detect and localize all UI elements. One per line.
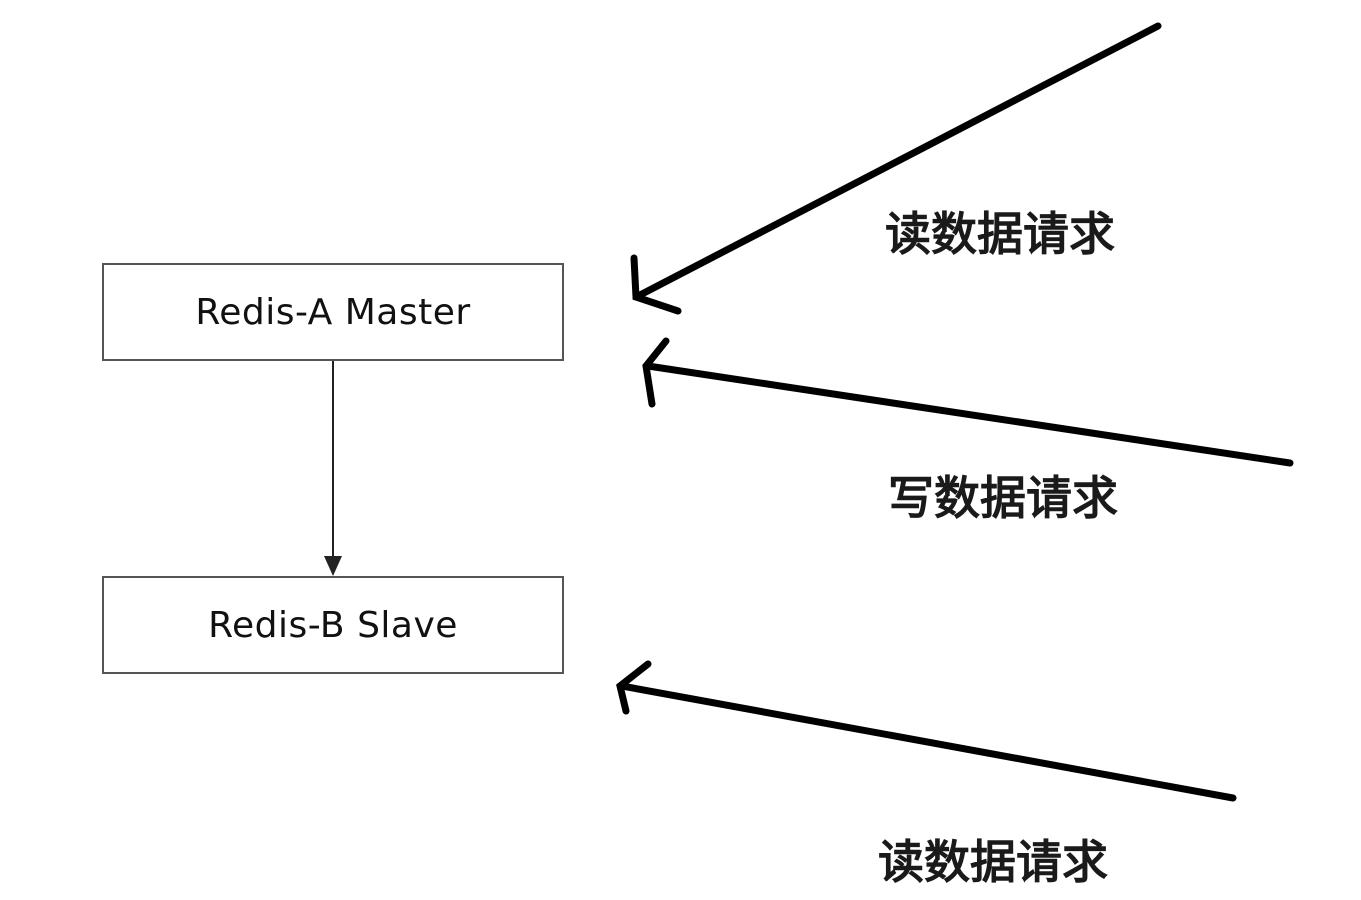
redis-master-label: Redis-A Master bbox=[195, 291, 471, 333]
read-request-arrow-bottom bbox=[616, 660, 1237, 802]
write-request-arrow bbox=[642, 337, 1294, 467]
read-request-label-top: 读数据请求 bbox=[885, 207, 1115, 261]
read-request-arrow-top bbox=[630, 22, 1162, 315]
redis-slave-node: Redis-B Slave bbox=[102, 576, 564, 674]
write-request-label: 写数据请求 bbox=[888, 471, 1118, 525]
replication-arrow bbox=[324, 361, 342, 576]
read-request-label-bottom: 读数据请求 bbox=[878, 835, 1108, 889]
redis-slave-label: Redis-B Slave bbox=[208, 604, 458, 646]
redis-master-node: Redis-A Master bbox=[102, 263, 564, 361]
